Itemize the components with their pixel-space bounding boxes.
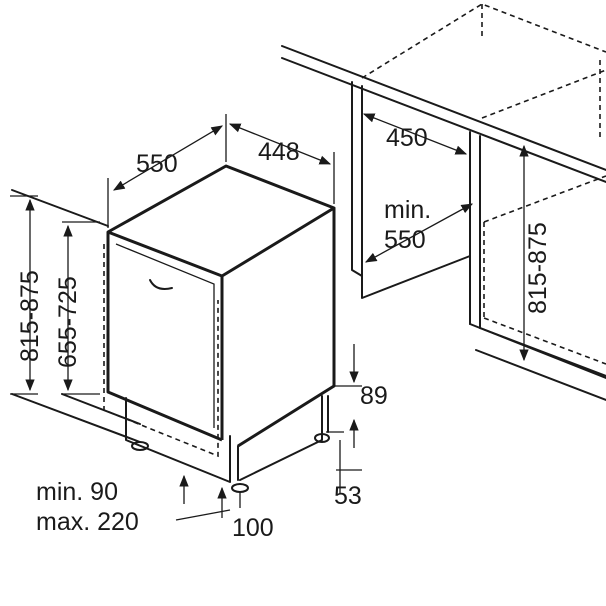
- label-niche-height: 815-875: [524, 222, 552, 314]
- label-body-height: 655-725: [54, 276, 82, 368]
- label-plinth-max: max. 220: [36, 508, 139, 536]
- label-plinth-min: min. 90: [36, 478, 118, 506]
- label-foot-100: 100: [232, 514, 274, 542]
- label-overall-height: 815-875: [16, 270, 44, 362]
- label-niche-min: min.: [384, 196, 431, 224]
- label-width-550: 550: [136, 150, 178, 178]
- label-plinth-89: 89: [360, 382, 388, 410]
- label-plinth-53: 53: [334, 482, 362, 510]
- dishwasher: [103, 164, 336, 493]
- dimension-lines: [10, 113, 529, 521]
- label-depth-448: 448: [258, 138, 300, 166]
- label-niche-min-value: 550: [384, 226, 426, 254]
- label-niche-depth-450: 450: [386, 124, 428, 152]
- dimension-labels: 550 448 450 min. 550 815-875 815-875 655…: [16, 124, 552, 542]
- kitchen-niche: [281, 3, 606, 401]
